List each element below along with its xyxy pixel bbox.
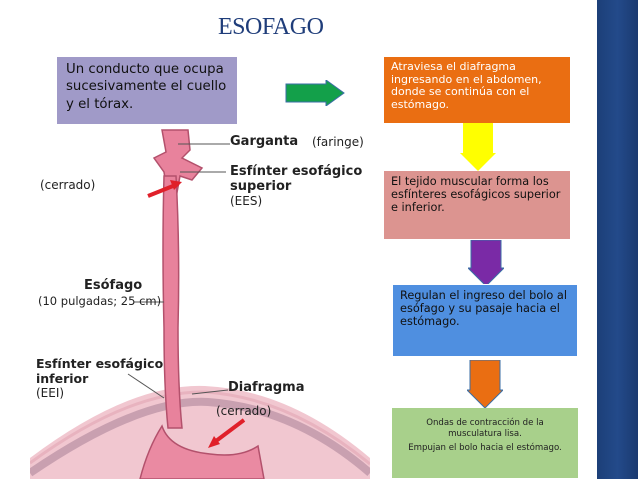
label-esofago-length: (10 pulgadas; 25 cm) (38, 294, 162, 308)
step-box-sphincters: El tejido muscular forma los esfínteres … (384, 171, 570, 239)
esophagus-illustration (30, 129, 370, 479)
label-ees-1: Esfínter esofágico (230, 164, 363, 179)
label-cerrado-bottom: (cerrado) (216, 404, 272, 418)
step-box-diaphragm: Atraviesa el diafragma ingresando en el … (384, 57, 570, 123)
intro-box: Un conducto que ocupa sucesivamente el c… (57, 57, 237, 124)
label-faringe: (faringe) (312, 135, 364, 149)
down-arrow-icon (468, 240, 504, 286)
label-diafragma: Diafragma (228, 380, 305, 395)
right-arrow-icon (285, 80, 345, 106)
step-box-regulation: Regulan el ingreso del bolo al esófago y… (392, 284, 578, 357)
step-box-peristalsis: Ondas de contracción de la musculatura l… (392, 408, 578, 478)
down-arrow-icon (460, 123, 496, 171)
label-ees-3: (EES) (230, 194, 263, 208)
label-cerrado-top: (cerrado) (40, 178, 96, 192)
label-eei-2: inferior (36, 371, 89, 386)
down-arrow-icon (467, 360, 503, 408)
label-eei-3: (EEI) (36, 386, 65, 400)
slide-title: ESOFAGO (218, 14, 324, 40)
peristalsis-line-2: Empujan el bolo hacia el estómago. (408, 443, 562, 454)
esophagus-diagram: Garganta (faringe) (cerrado) Esfínter es… (30, 128, 370, 479)
label-ees-2: superior (230, 179, 292, 194)
label-garganta: Garganta (230, 134, 299, 149)
label-eei-1: Esfínter esofágico (36, 356, 164, 371)
label-esofago: Esófago (84, 278, 143, 293)
right-decorative-band (597, 0, 638, 479)
peristalsis-line-1: Ondas de contracción de la musculatura l… (426, 418, 544, 440)
